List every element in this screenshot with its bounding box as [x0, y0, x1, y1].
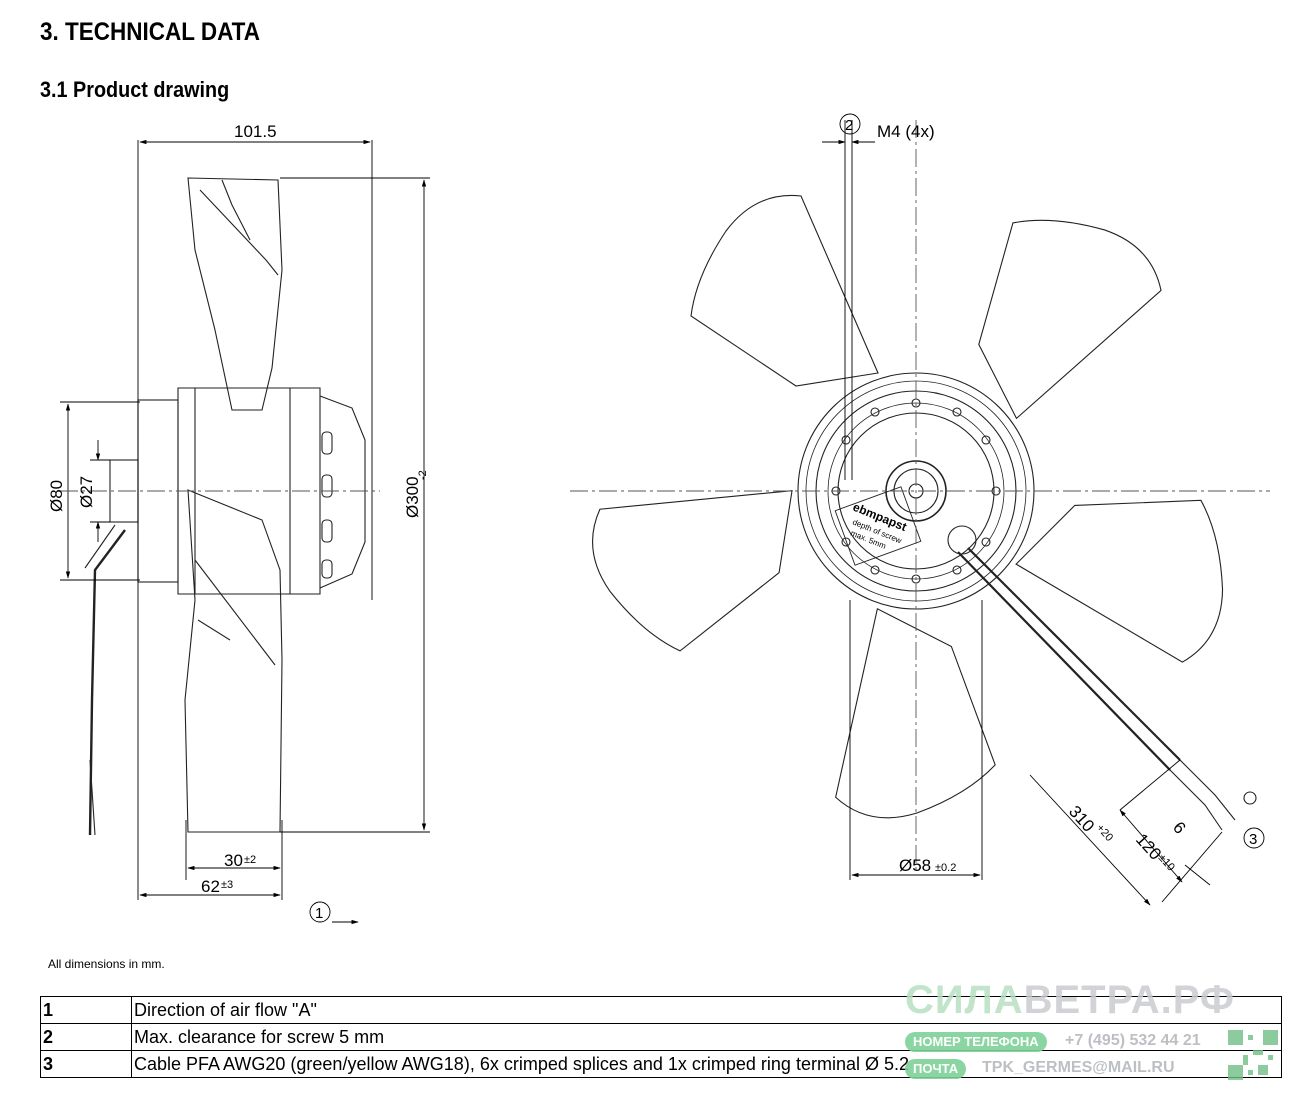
watermark-phone-label: НОМЕР ТЕЛЕФОНА [905, 1032, 1047, 1052]
dimensions-note: All dimensions in mm. [48, 957, 165, 971]
front-view [564, 185, 1273, 863]
dim-d80: Ø80 [47, 480, 66, 512]
dim-30-tol: ±2 [244, 854, 256, 866]
watermark-mail-label: ПОЧТА [905, 1059, 967, 1079]
legend-num: 1 [40, 996, 132, 1024]
dim-d58-tol: ±0.2 [935, 862, 956, 874]
qr-code-icon [1228, 1030, 1278, 1080]
dim-6: 6 [1169, 818, 1189, 838]
side-view-labels: 101.5 Ø80 Ø27 Ø300 -2 30 ±2 62 ±3 1 [47, 122, 429, 922]
side-view-dimensions [60, 139, 430, 925]
legend-num: 2 [40, 1023, 132, 1051]
dim-62-tol: ±3 [221, 879, 233, 891]
dim-310-tol: +20 [1094, 822, 1115, 844]
dim-d27: Ø27 [77, 476, 96, 508]
legend-table: 1 Direction of air flow "A" 2 Max. clear… [40, 996, 1282, 1078]
blade-set [564, 185, 1273, 863]
dim-62: 62 [201, 877, 220, 896]
watermark-brand-a: СИЛА [905, 978, 1024, 1022]
legend-num: 3 [40, 1050, 132, 1078]
legend-text: Cable PFA AWG20 (green/yellow AWG18), 6x… [131, 1050, 1282, 1078]
front-view-labels: 2 M4 (4x) Ø58 ±0.2 310 +20 120 ±10 6 3 e… [845, 117, 1257, 875]
section-title: 3. TECHNICAL DATA [40, 18, 261, 46]
watermark-phone: +7 (495) 532 44 21 [1065, 1032, 1201, 1049]
table-row: 3 Cable PFA AWG20 (green/yellow AWG18), … [40, 1050, 1282, 1078]
watermark-brand: СИЛАВЕТРА.РФ [905, 978, 1235, 1023]
callout-2: 2 [845, 117, 853, 134]
subsection-title: 3.1 Product drawing [40, 77, 230, 102]
dim-d58: Ø58 [899, 856, 931, 875]
dim-30: 30 [224, 851, 243, 870]
dim-d300: Ø300 [403, 476, 422, 518]
watermark-brand-b: ВЕТРА.РФ [1023, 978, 1236, 1022]
side-view [84, 177, 366, 836]
front-view-dimensions [570, 113, 1270, 906]
callout-1: 1 [315, 905, 323, 922]
callout-3: 3 [1249, 831, 1257, 848]
watermark-mail: TPK_GERMES@MAIL.RU [982, 1059, 1175, 1076]
dim-d300-tol: -2 [417, 470, 429, 480]
legend-text: Max. clearance for screw 5 mm [131, 1023, 1282, 1051]
screw-label: M4 (4x) [877, 122, 935, 141]
product-drawing: 101.5 Ø80 Ø27 Ø300 -2 30 ±2 62 ±3 1 [47, 113, 1273, 925]
table-row: 2 Max. clearance for screw 5 mm [40, 1023, 1282, 1051]
dim-width: 101.5 [234, 122, 277, 141]
dim-310: 310 [1065, 802, 1098, 836]
